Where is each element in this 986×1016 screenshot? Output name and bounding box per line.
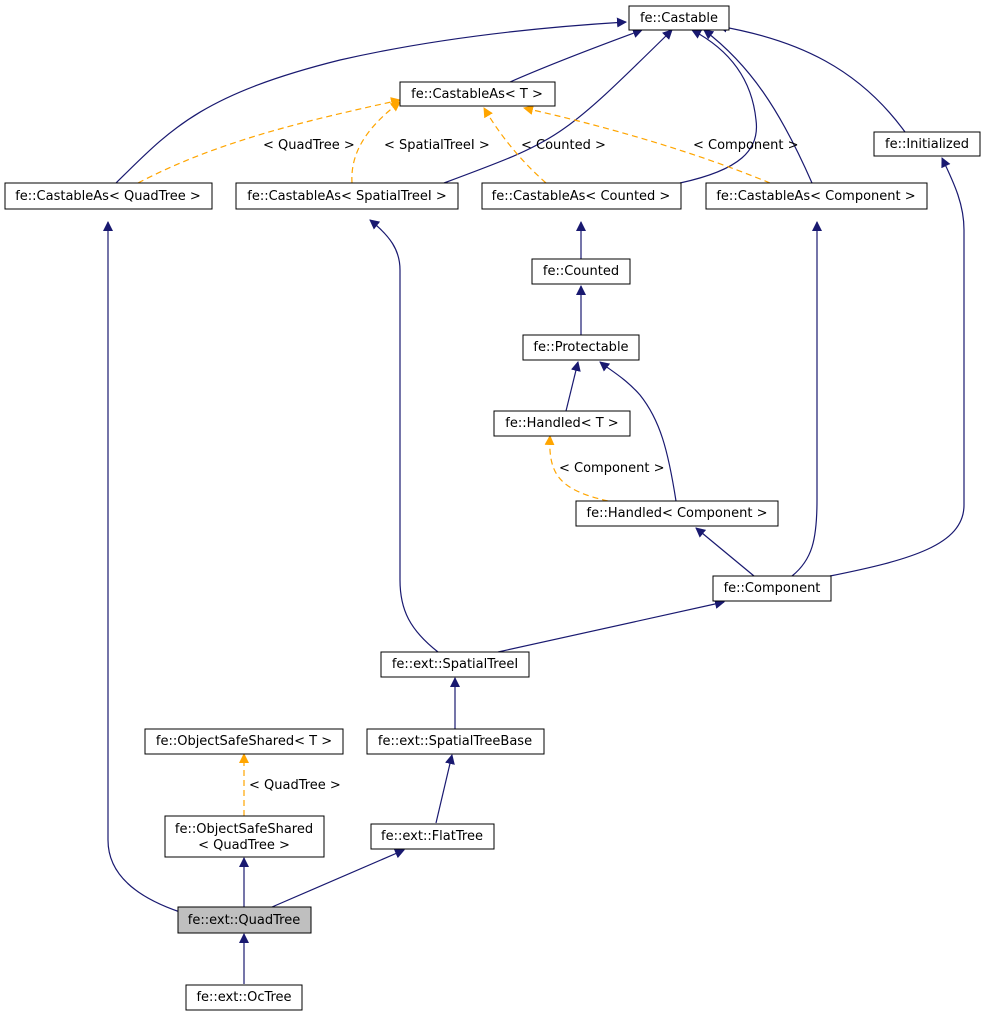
node-castableas-counted[interactable]: fe::CastableAs< Counted >: [481, 182, 682, 210]
node-objectsafeshared-quadtree[interactable]: fe::ObjectSafeShared < QuadTree >: [164, 815, 325, 858]
node-label: fe::ext::OcTree: [196, 990, 291, 1005]
edge-castableas-component-to-castable: [703, 29, 813, 184]
edge-castableas-quadtree-to-castableas-t: [137, 97, 401, 184]
node-label: fe::ext::FlatTree: [381, 829, 483, 844]
node-castableas-quadtree[interactable]: fe::CastableAs< QuadTree >: [4, 182, 213, 210]
edge-castableas-counted-to-castable: [679, 29, 758, 184]
node-label: fe::ext::QuadTree: [188, 913, 300, 928]
edge-handled-component-to-handled-t: [544, 435, 609, 502]
node-label: fe::Handled< Component >: [587, 506, 768, 521]
edge-handled-component-to-protectable: [599, 361, 677, 502]
node-handled-component[interactable]: fe::Handled< Component >: [575, 500, 779, 527]
edge-component-to-initialized: [829, 157, 965, 577]
edge-label-spatialtreei: < SpatialTreeI >: [384, 138, 490, 153]
node-objectsafeshared-t[interactable]: fe::ObjectSafeShared< T >: [144, 728, 344, 755]
node-label: fe::ObjectSafeShared< T >: [156, 734, 332, 749]
node-label: fe::Counted: [543, 264, 619, 279]
node-label: fe::ext::SpatialTreeBase: [378, 734, 532, 749]
node-label: fe::CastableAs< T >: [411, 87, 543, 102]
nodes: fe::Castable fe::CastableAs< T > fe::Ini…: [4, 5, 981, 1011]
node-label: fe::CastableAs< SpatialTreeI >: [247, 189, 446, 204]
edge-label-handled-component: < Component >: [559, 461, 665, 476]
edge-spatialtreei-to-component: [497, 599, 725, 653]
edge-castableas-t-to-castable: [509, 28, 643, 83]
edge-quadtree-to-flattree: [271, 848, 405, 908]
edge-castableas-spatialtreei-to-castable: [443, 29, 673, 184]
node-component[interactable]: fe::Component: [712, 575, 832, 602]
node-flattree[interactable]: fe::ext::FlatTree: [370, 823, 495, 850]
edge-handled-t-to-protectable: [565, 361, 581, 412]
node-label: fe::Component: [724, 581, 821, 596]
node-quadtree[interactable]: fe::ext::QuadTree: [177, 906, 312, 934]
node-label: fe::ext::SpatialTreeI: [392, 657, 518, 672]
node-label: fe::CastableAs< Counted >: [492, 189, 671, 204]
node-initialized[interactable]: fe::Initialized: [873, 131, 981, 157]
node-castableas-spatialtreei[interactable]: fe::CastableAs< SpatialTreeI >: [235, 182, 459, 210]
node-label-line-2: < QuadTree >: [198, 838, 290, 853]
node-label: fe::Protectable: [533, 340, 628, 355]
node-label: fe::Handled< T >: [505, 416, 618, 431]
edge-initialized-to-castable: [717, 22, 906, 133]
node-counted[interactable]: fe::Counted: [531, 258, 631, 285]
edge-component-to-handled-component: [695, 527, 755, 577]
node-label: fe::CastableAs< QuadTree >: [15, 189, 201, 204]
node-handled-t[interactable]: fe::Handled< T >: [493, 410, 631, 437]
edge-castableas-quadtree-to-castable: [115, 17, 627, 184]
node-castableas-component[interactable]: fe::CastableAs< Component >: [705, 182, 928, 210]
node-protectable[interactable]: fe::Protectable: [522, 334, 640, 361]
edge-component-to-castableas-component: [791, 221, 822, 577]
node-label: fe::Initialized: [885, 137, 969, 152]
edge-label-objectsafeshared: < QuadTree >: [249, 778, 341, 793]
node-octree[interactable]: fe::ext::OcTree: [185, 984, 303, 1011]
node-label-line-1: fe::ObjectSafeShared: [175, 822, 313, 837]
node-label: fe::Castable: [640, 11, 718, 26]
edge-label-quadtree: < QuadTree >: [263, 138, 355, 153]
node-spatialtreei[interactable]: fe::ext::SpatialTreeI: [380, 651, 530, 678]
edge-flattree-to-spatialtreebase: [435, 754, 455, 824]
node-spatialtreebase[interactable]: fe::ext::SpatialTreeBase: [366, 728, 545, 755]
node-castableas-t[interactable]: fe::CastableAs< T >: [399, 81, 556, 107]
edges: [103, 17, 965, 984]
edge-castableas-component-to-castableas-t: [523, 105, 771, 184]
edge-quadtree-to-castableas-quadtree: [103, 221, 181, 913]
edge-labels: < QuadTree > < SpatialTreeI > < Counted …: [249, 138, 799, 793]
edge-castableas-spatialtreei-to-castableas-t: [351, 101, 401, 184]
node-castable[interactable]: fe::Castable: [628, 5, 730, 31]
edge-castableas-counted-to-castableas-t: [483, 107, 547, 184]
edge-label-component: < Component >: [693, 138, 799, 153]
edge-spatialtreei-to-castableas-spatialtreei: [369, 219, 439, 653]
edge-label-counted: < Counted >: [521, 138, 606, 153]
node-label: fe::CastableAs< Component >: [716, 189, 915, 204]
